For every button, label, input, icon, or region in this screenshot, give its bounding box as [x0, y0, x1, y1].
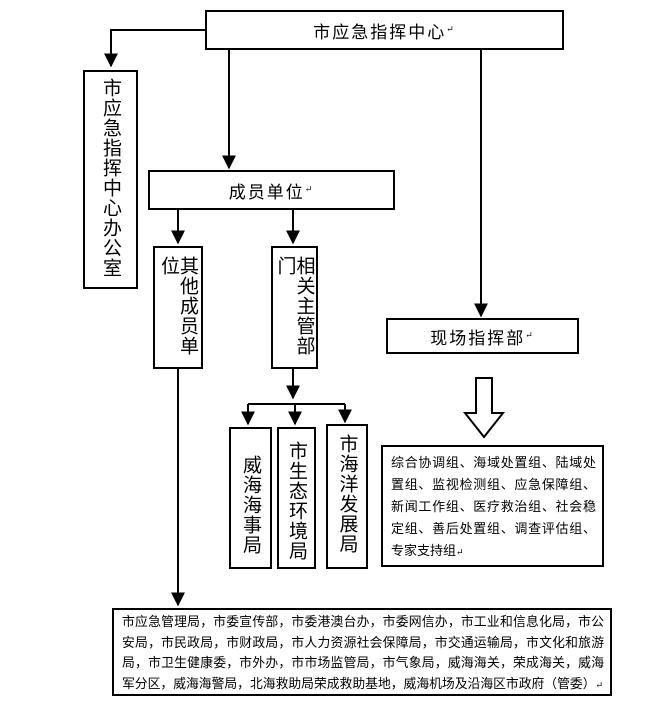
maritime-node-label: 威海海事局	[240, 455, 262, 555]
other-units-list-box: 市应急管理局，市委宣传部，市委港澳台办，市委网信办，市工业和信息化局，市公安局，…	[112, 608, 612, 696]
field-groups-box: 综合协调组、海域处置组、陆域处置组、监视检测组、应急保障组、新闻工作组、医疗救治…	[381, 445, 604, 567]
arrow-top-to-office	[104, 29, 205, 68]
member-node-label: 成员单位	[228, 182, 305, 203]
top-node-label: 市应急指挥中心	[313, 22, 447, 43]
office-node: 市应急指挥中心办公室	[83, 70, 138, 289]
field-command-node: 现场指挥部↵	[386, 318, 579, 354]
related-depts-node: 相关主管部门	[271, 246, 318, 369]
ocean-node-label: 市海洋发展局	[336, 434, 359, 554]
field-groups-text: 综合协调组、海域处置组、陆域处置组、监视检测组、应急保障组、新闻工作组、医疗救治…	[391, 456, 596, 559]
related-depts-node-label: 相关主管部门	[274, 256, 316, 356]
ecology-node-label: 市生态环境局	[286, 441, 308, 561]
hollow-down-arrow	[462, 377, 506, 439]
field-command-node-label: 现场指挥部	[430, 328, 526, 349]
maritime-node: 威海海事局	[229, 427, 272, 569]
other-members-node-label: 其他成员单位	[158, 256, 199, 356]
member-node: 成员单位↵	[148, 170, 395, 210]
ecology-node: 市生态环境局	[277, 427, 316, 569]
ocean-node: 市海洋发展局	[326, 424, 368, 569]
other-units-list-text: 市应急管理局，市委宣传部，市委港澳台办，市委网信办，市工业和信息化局，市公安局，…	[122, 615, 604, 692]
office-node-label: 市应急指挥中心办公室	[100, 78, 122, 278]
other-members-node: 其他成员单位	[153, 246, 203, 369]
top-node: 市应急指挥中心↵	[205, 10, 564, 50]
